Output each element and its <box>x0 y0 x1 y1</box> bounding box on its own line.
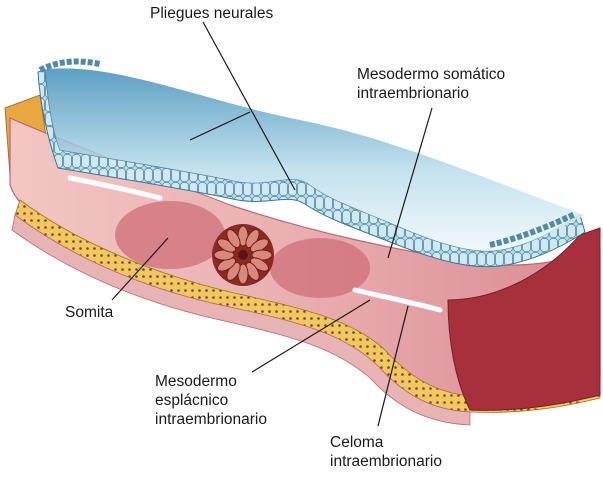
label-neural-folds: Pliegues neurales <box>150 5 274 22</box>
leader-neural-fold-1 <box>202 21 296 191</box>
leader-splanchnic <box>251 299 371 373</box>
label-splanchnic-mesoderm: Mesodermo esplácnico intraembrionario <box>155 373 267 428</box>
label-somatic-mesoderm: Mesodermo somático intraembrionario <box>357 66 506 102</box>
somite-left <box>115 201 225 269</box>
label-coelom: Celoma intraembrionario <box>330 434 442 470</box>
leader-somatic <box>387 107 433 259</box>
leader-lines <box>111 21 433 427</box>
somite-right <box>270 238 370 298</box>
leader-coelom <box>377 305 409 427</box>
right-cut-face <box>447 227 601 411</box>
leader-neural-fold-2 <box>189 111 251 141</box>
notochord <box>212 224 274 286</box>
coelom-slit-left <box>67 175 163 201</box>
label-somite: Somita <box>65 304 114 321</box>
leader-somite <box>111 237 169 301</box>
coelom-slit-right <box>352 287 443 313</box>
